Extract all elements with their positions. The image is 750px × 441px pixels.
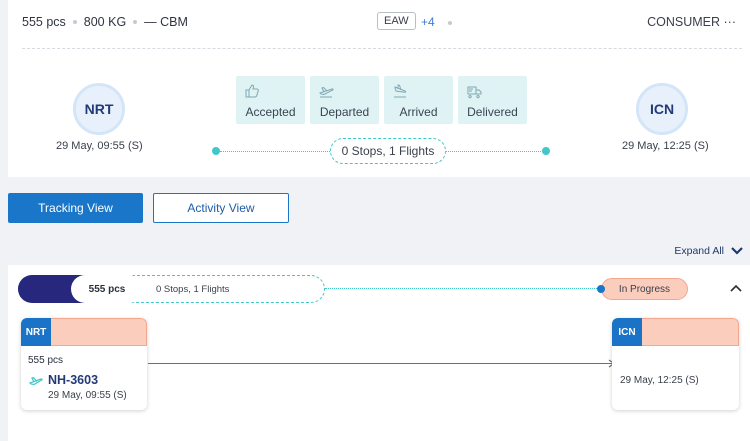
separator-dot xyxy=(448,21,452,25)
volume-value: — CBM xyxy=(144,15,188,29)
expand-all-label: Expand All xyxy=(674,245,724,257)
leg-date: 29 May, 09:55 (S) xyxy=(48,390,127,401)
status-delivered: Delivered xyxy=(458,76,527,124)
activity-view-button[interactable]: Activity View xyxy=(153,193,289,223)
origin-date: 29 May, 09:55 (S) xyxy=(56,140,143,152)
chevron-down-icon xyxy=(731,247,743,255)
delivery-truck-icon xyxy=(467,86,482,99)
expand-all-toggle[interactable]: Expand All xyxy=(674,245,744,257)
separator-dot xyxy=(72,20,77,24)
separator-dot xyxy=(133,20,138,24)
destination-airport-badge: ICN xyxy=(636,83,688,135)
shipment-summary-card: 555 pcs 800 KG — CBM EAW +4 CONSUMER ···… xyxy=(8,0,750,177)
leg-status-fill xyxy=(642,318,739,346)
leg-status-fill xyxy=(51,318,147,346)
route-stops-pill: 0 Stops, 1 Flights xyxy=(330,138,446,164)
flight-connector-line xyxy=(148,363,614,364)
status-arrived: Arrived xyxy=(384,76,453,124)
destination-leg-card[interactable]: ICN 29 May, 12:25 (S) xyxy=(612,318,739,410)
status-label: Accepted xyxy=(245,105,296,119)
pieces-count: 555 pcs xyxy=(22,15,66,29)
shipment-detail-card: 555 pcs 0 Stops, 1 Flights In Progress N… xyxy=(8,265,750,441)
destination-date: 29 May, 12:25 (S) xyxy=(622,140,709,152)
flight-number[interactable]: NH-3603 xyxy=(48,373,99,387)
destination-code: ICN xyxy=(649,101,675,117)
leg-header: NRT xyxy=(21,318,147,346)
shipment-stops: 0 Stops, 1 Flights xyxy=(156,284,230,295)
status-label: Delivered xyxy=(467,105,518,119)
route-start-dot xyxy=(212,147,220,155)
plane-departure-icon xyxy=(29,376,43,386)
thumbs-up-icon xyxy=(245,84,259,98)
plane-departure-icon xyxy=(319,86,334,98)
weight-value: 800 KG xyxy=(83,15,127,29)
leg-code: ICN xyxy=(612,318,642,346)
origin-code: NRT xyxy=(84,101,114,117)
leg-header: ICN xyxy=(612,318,739,346)
chevron-up-icon[interactable] xyxy=(730,284,742,292)
status-departed: Departed xyxy=(310,76,379,124)
status-badge: In Progress xyxy=(601,278,688,300)
customer-label[interactable]: CONSUMER ··· xyxy=(647,15,736,29)
status-accepted: Accepted xyxy=(236,76,305,124)
origin-leg-card[interactable]: NRT 555 pcs NH-3603 29 May, 09:55 (S) xyxy=(21,318,147,410)
origin-airport-badge: NRT xyxy=(73,83,125,135)
progress-line xyxy=(325,288,601,289)
summary-metrics: 555 pcs 800 KG — CBM xyxy=(22,15,188,29)
status-label: Departed xyxy=(319,105,370,119)
leg-date: 29 May, 12:25 (S) xyxy=(620,375,699,386)
more-tags-link[interactable]: +4 xyxy=(421,15,435,29)
progress-dot xyxy=(597,285,605,293)
plane-arrival-icon xyxy=(394,84,407,98)
tracking-view-button[interactable]: Tracking View xyxy=(8,193,143,223)
summary-row: 555 pcs 800 KG — CBM EAW +4 CONSUMER ··· xyxy=(8,0,750,48)
leg-pieces: 555 pcs xyxy=(28,355,64,366)
leg-code: NRT xyxy=(21,318,51,346)
route-line-right xyxy=(446,151,543,152)
pieces-count-pill: 555 pcs xyxy=(71,275,143,303)
route-end-dot xyxy=(542,147,550,155)
eaw-tag: EAW xyxy=(377,12,416,30)
status-label: Arrived xyxy=(399,105,438,119)
route-line-left xyxy=(220,151,330,152)
divider xyxy=(22,48,742,49)
